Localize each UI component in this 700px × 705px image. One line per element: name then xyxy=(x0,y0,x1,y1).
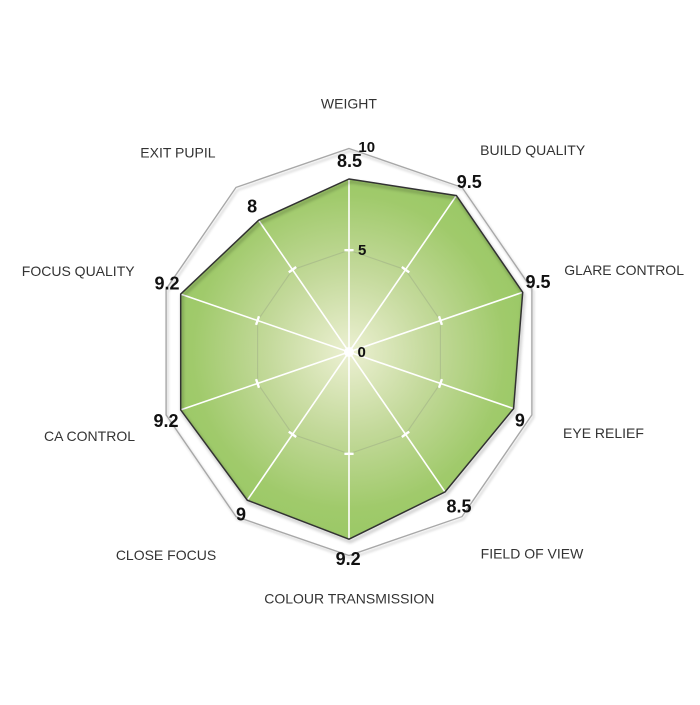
svg-text:BUILD QUALITY: BUILD QUALITY xyxy=(480,142,586,158)
svg-text:0: 0 xyxy=(358,344,366,361)
svg-text:COLOUR TRANSMISSION: COLOUR TRANSMISSION xyxy=(264,591,434,607)
svg-text:8.5: 8.5 xyxy=(337,151,362,171)
svg-text:WEIGHT: WEIGHT xyxy=(321,96,377,112)
svg-text:9.5: 9.5 xyxy=(457,172,482,192)
svg-text:5: 5 xyxy=(358,242,366,259)
svg-text:10: 10 xyxy=(358,139,375,156)
svg-text:EYE RELIEF: EYE RELIEF xyxy=(563,425,644,441)
svg-text:GLARE CONTROL: GLARE CONTROL xyxy=(564,262,684,278)
svg-text:EXIT PUPIL: EXIT PUPIL xyxy=(140,144,215,160)
svg-text:9.2: 9.2 xyxy=(153,411,178,431)
svg-text:9.2: 9.2 xyxy=(336,549,361,569)
svg-text:9.2: 9.2 xyxy=(154,274,179,294)
svg-text:FIELD OF VIEW: FIELD OF VIEW xyxy=(481,546,584,562)
svg-text:FOCUS QUALITY: FOCUS QUALITY xyxy=(22,263,135,279)
svg-text:CLOSE FOCUS: CLOSE FOCUS xyxy=(116,547,216,563)
svg-text:9.5: 9.5 xyxy=(525,272,550,292)
svg-text:CA CONTROL: CA CONTROL xyxy=(44,428,135,444)
svg-text:8: 8 xyxy=(247,196,257,216)
svg-text:8.5: 8.5 xyxy=(446,497,471,517)
svg-text:9: 9 xyxy=(236,505,246,525)
svg-text:9: 9 xyxy=(515,411,525,431)
